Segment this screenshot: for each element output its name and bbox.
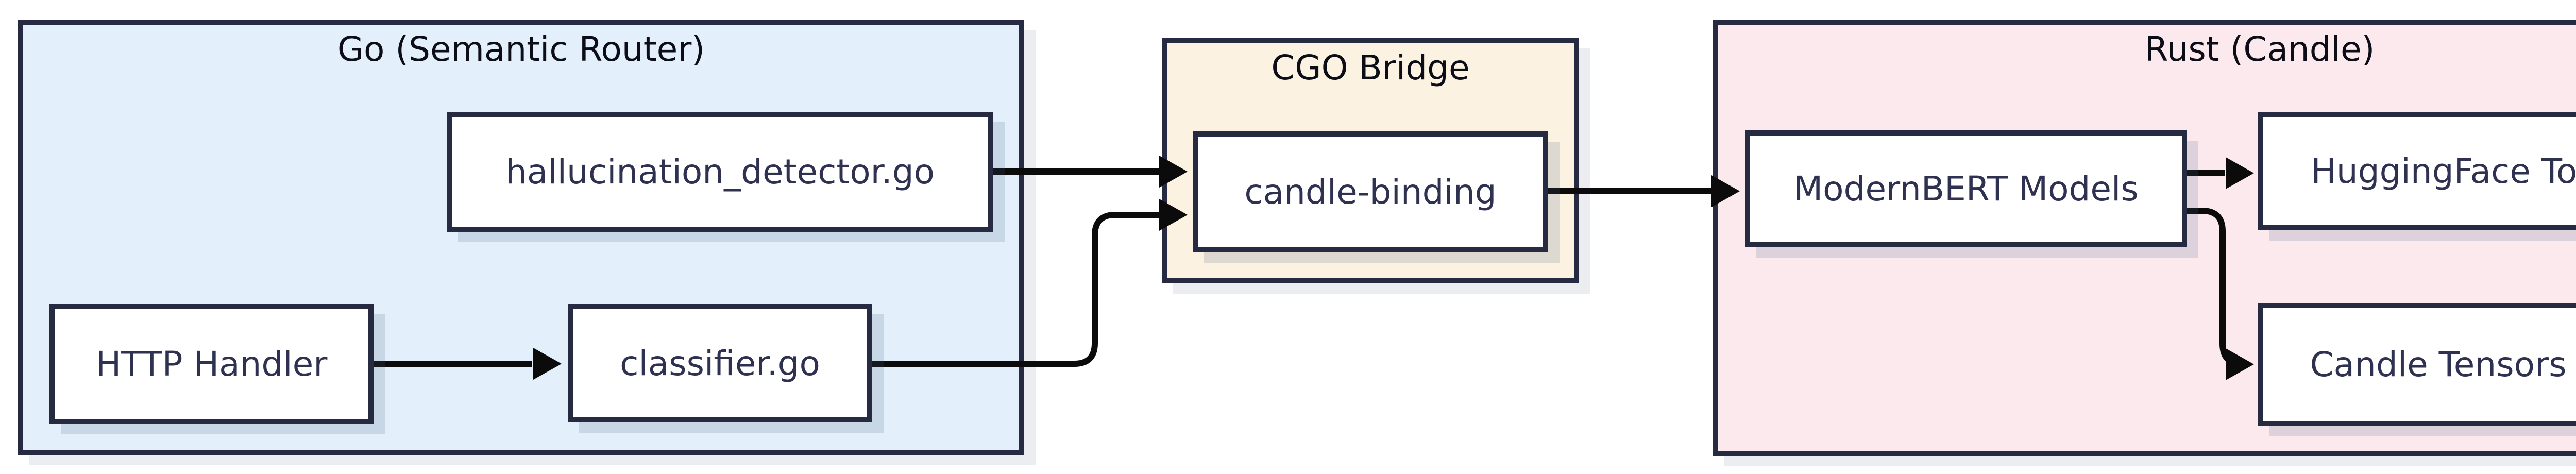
node-candle-tensors: Candle Tensors <box>2258 303 2576 426</box>
node-huggingface-tokenizers: HuggingFace Tokenizers <box>2258 112 2576 230</box>
node-classifier: classifier.go <box>568 304 872 422</box>
node-candle-binding: candle-binding <box>1193 131 1548 252</box>
container-title-rust: Rust (Candle) <box>2144 29 2375 69</box>
container-title-go: Go (Semantic Router) <box>337 29 705 69</box>
node-hallucination-detector: hallucination_detector.go <box>447 112 993 232</box>
container-title-cgo: CGO Bridge <box>1271 48 1470 88</box>
node-http-handler: HTTP Handler <box>49 304 374 424</box>
node-modernbert-models: ModernBERT Models <box>1745 130 2187 247</box>
